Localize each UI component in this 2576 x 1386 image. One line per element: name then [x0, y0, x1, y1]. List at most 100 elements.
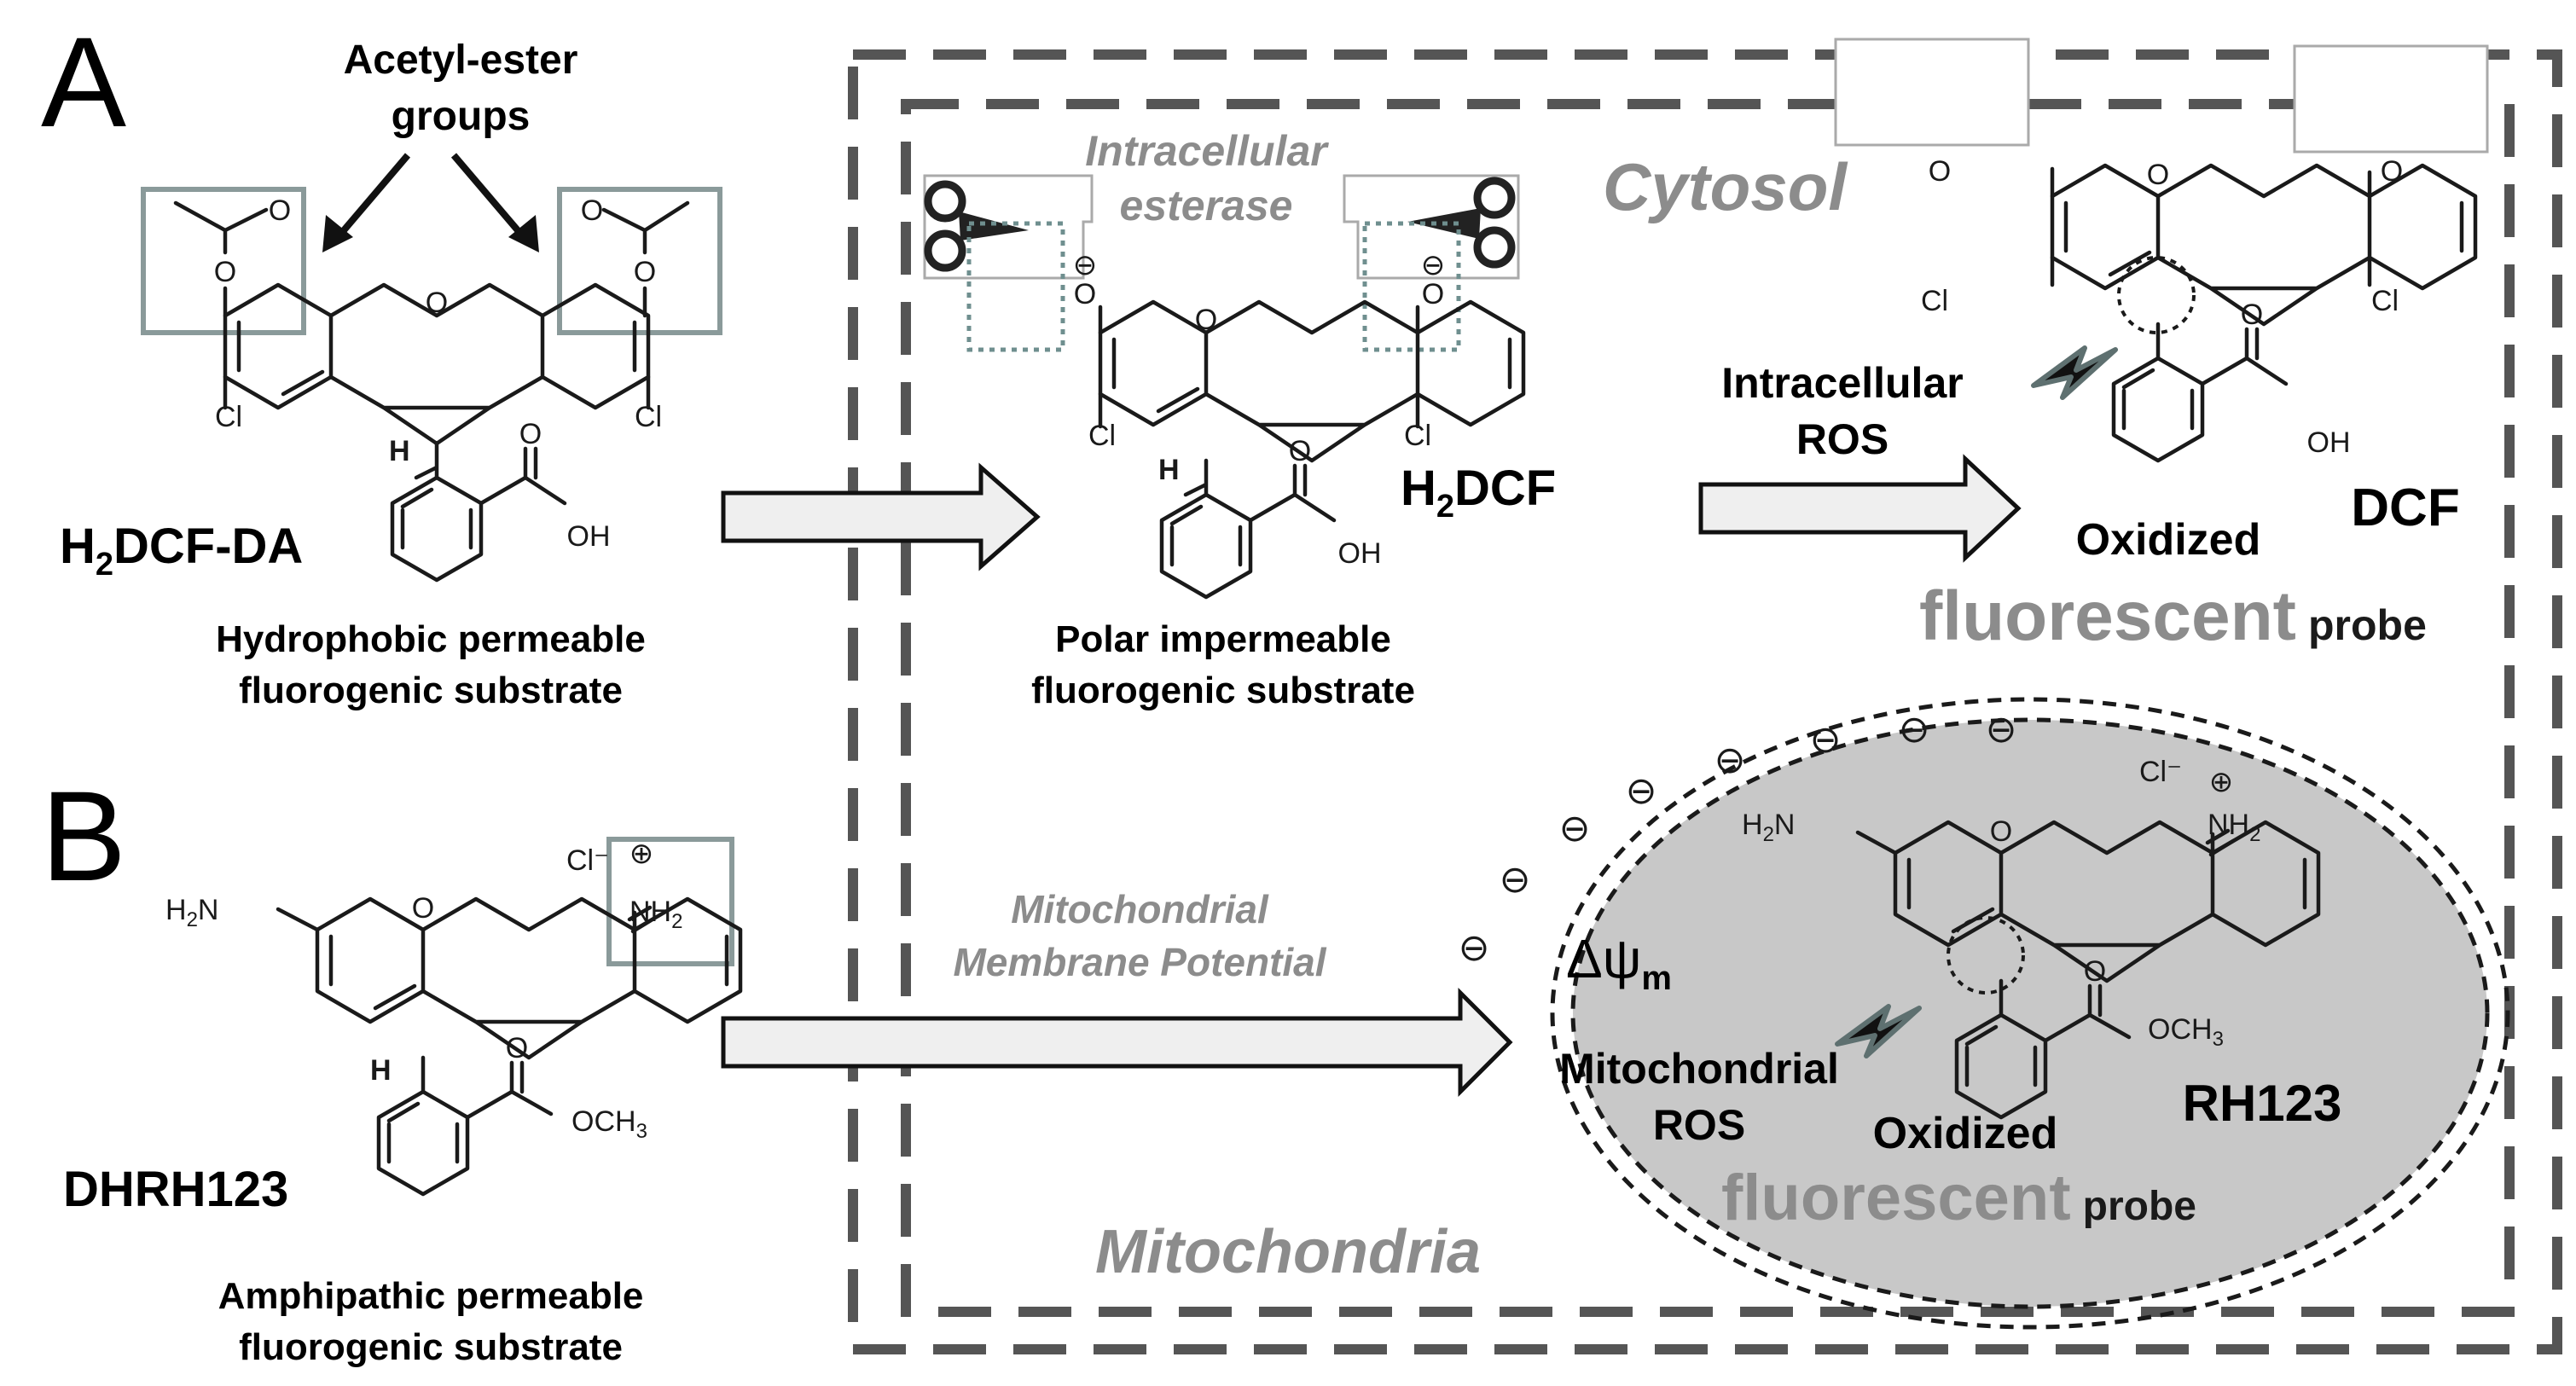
h2dcf-da-acid-oxygen: O [519, 418, 542, 450]
negative-charge-3: ⊖ [1559, 808, 1591, 850]
intracellular-ros-line1: Intracellular [1721, 359, 1963, 407]
dcf-oxygen-right: O [2381, 155, 2403, 188]
h2dcf-charge-left: ⊖ [1073, 249, 1098, 281]
dcf-acid-hydroxyl: OH [2307, 426, 2351, 459]
mitochondrion-outer-membrane [1550, 697, 2510, 1330]
dcf-placeholder-box-left [1834, 38, 2030, 147]
rh123-oxidation-site [1947, 916, 2025, 995]
h2dcf-acid-hydroxyl: OH [1338, 537, 1382, 570]
negative-charge-8: ⊖ [1986, 709, 2017, 751]
h2dcf-da-acid-hydroxyl: OH [567, 520, 611, 553]
acetyl-ester-label-line2: groups [392, 94, 531, 139]
dcf-chlorine-right: Cl [2371, 285, 2399, 317]
membrane-negative-charges: ⊖ ⊖ ⊖ ⊖ ⊖ ⊖ ⊖ ⊖ [1459, 709, 2017, 969]
negative-charge-7: ⊖ [1899, 709, 1930, 751]
rh123-ring-oxygen: O [1990, 815, 2012, 848]
h2dcf-chlorine-right: Cl [1404, 420, 1431, 452]
acetyl-ester-box-right [557, 187, 722, 335]
panel-label-a: A [41, 10, 126, 154]
cleavage-box-left [966, 221, 1065, 352]
rh123-iminium-charge: ⊕ [2209, 766, 2234, 798]
h2dcf-charge-right: ⊖ [1421, 249, 1446, 281]
cytosol-label: Cytosol [1603, 149, 1848, 224]
dcf-ring-oxygen: O [2147, 159, 2169, 191]
h2dcf-da-hydrogen: H [389, 435, 410, 467]
negative-charge-4: ⊖ [1626, 770, 1657, 812]
cytosol-frame [848, 49, 2562, 1354]
h2dcf-name: H2DCF [1401, 461, 1556, 525]
dhrh123-name: DHRH123 [63, 1162, 288, 1217]
scissors-icon [923, 174, 1094, 280]
dcf-name: DCF [2351, 478, 2459, 537]
dhrh123-amine: H2N [165, 894, 218, 931]
panel-label-b: B [41, 764, 126, 908]
mitochondrion-inner-membrane [1570, 717, 2490, 1309]
rh123-oxidized-label: Oxidized [1873, 1109, 2058, 1158]
lightning-icon-cytosol [2034, 348, 2115, 397]
h2dcf-da-chlorine-left: Cl [215, 401, 242, 433]
negative-charge-2: ⊖ [1500, 859, 1531, 901]
membrane-potential-line1: Mitochondrial [1011, 887, 1269, 931]
membrane-potential-symbol: Δψm [1566, 928, 1672, 997]
mitochondria-label: Mitochondria [1095, 1218, 1481, 1286]
h2dcf-chlorine-left: Cl [1088, 420, 1116, 452]
dcf-structure: O O O Cl Cl O OH [1921, 155, 2475, 461]
h2dcf-structure: O O O ⊖ ⊖ Cl Cl H O OH [1073, 249, 1523, 597]
rh123-methoxy: OCH3 [2148, 1013, 2224, 1051]
arrow-deacetylation [721, 462, 1041, 571]
acetyl-arrow-right-head [508, 215, 539, 252]
mitochondrial-ros-line2: ROS [1653, 1101, 1745, 1149]
rh123-counterion: Cl⁻ [2139, 756, 2182, 788]
h2dcf-desc-line1: Polar impermeable [1055, 618, 1391, 660]
arrow-mitochondrial-uptake [721, 987, 1513, 1098]
h2dcf-da-name: H2DCF-DA [60, 519, 303, 583]
negative-charge-5: ⊖ [1714, 739, 1746, 781]
dcf-oxygen-left: O [1929, 155, 1951, 188]
rh123-structure: O H2N Cl⁻ ⊕ NH2 O OCH3 [1742, 756, 2318, 1117]
dhrh123-iminium-charge: ⊕ [629, 838, 654, 870]
dhrh123-ring-oxygen: O [412, 892, 434, 925]
acetyl-ester-label-line1: Acetyl-ester [344, 38, 578, 83]
mitochondrial-ros-line1: Mitochondrial [1559, 1045, 1839, 1093]
rh123-iminium: NH2 [2208, 809, 2260, 846]
h2dcf-desc-line2: fluorogenic substrate [1031, 670, 1415, 711]
cleavage-box-right [1362, 221, 1461, 352]
h2dcf-da-chlorine-right: Cl [635, 401, 662, 433]
h2dcf-da-ester-o-right: O [634, 256, 656, 288]
h2dcf-da-carbonyl-o-right: O [581, 194, 603, 227]
dcf-placeholder-box-right [2293, 44, 2489, 154]
h2dcf-phenolate-left: O [1074, 278, 1096, 310]
dcf-oxidized-label: Oxidized [2076, 515, 2261, 565]
negative-charge-1: ⊖ [1459, 927, 1490, 969]
esterase-label-line2: esterase [1120, 182, 1293, 229]
arrow-oxidation-cytosol [1698, 454, 2022, 563]
iminium-box-left [606, 837, 734, 966]
h2dcf-da-desc-line2: fluorogenic substrate [239, 670, 623, 711]
h2dcf-da-desc-line1: Hydrophobic permeable [216, 618, 646, 660]
h2dcf-da-ring-oxygen: O [426, 287, 448, 319]
acetyl-arrow-left-head [322, 215, 353, 252]
dhrh123-desc-line2: fluorogenic substrate [239, 1326, 623, 1368]
dhrh123-counterion: Cl⁻ [566, 844, 609, 877]
dcf-acid-oxygen: O [2241, 299, 2263, 331]
dcf-oxidation-site [2117, 256, 2196, 334]
h2dcf-acid-oxygen: O [1289, 435, 1311, 467]
dhrh123-hydrogen: H [370, 1054, 392, 1087]
acetyl-arrow-right [450, 153, 525, 238]
h2dcf-phenolate-right: O [1422, 278, 1444, 310]
mitochondria-frame [901, 99, 2515, 1317]
dcf-chlorine-left: Cl [1921, 285, 1948, 317]
h2dcf-da-ester-o-left: O [214, 256, 236, 288]
rh123-name: RH123 [2183, 1075, 2342, 1132]
esterase-label-line1: Intracellular [1085, 127, 1329, 175]
membrane-potential-line2: Membrane Potential [953, 940, 1326, 984]
acetyl-arrow-left [336, 153, 411, 238]
intracellular-ros-line2: ROS [1796, 415, 1888, 463]
h2dcf-ring-oxygen: O [1195, 304, 1217, 336]
dhrh123-desc-line1: Amphipathic permeable [218, 1275, 644, 1317]
rh123-amine: H2N [1742, 809, 1795, 846]
dhrh123-ester-oxygen: O [506, 1032, 528, 1064]
